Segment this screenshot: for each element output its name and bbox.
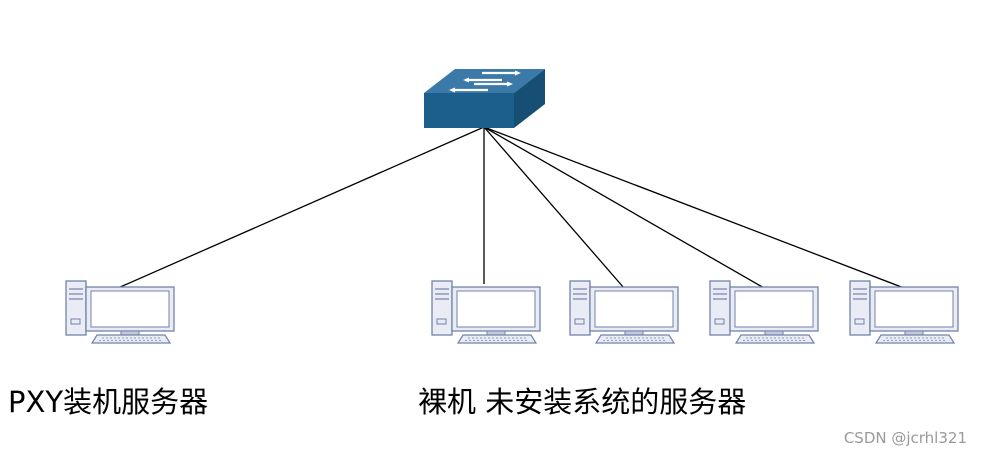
watermark: CSDN @jcrhl321 (843, 429, 967, 447)
pxe-server-computer-icon (65, 280, 175, 344)
bare-metal-computer-icon-3 (709, 280, 819, 344)
link-pxe-server (117, 126, 485, 289)
link-bare-3 (483, 126, 765, 289)
bare-metal-label: 裸机 未安装系统的服务器 (418, 385, 747, 419)
bare-metal-computer-icon-1 (431, 280, 541, 344)
link-bare-2 (483, 126, 625, 289)
bare-metal-computer-icon-2 (569, 280, 679, 344)
link-bare-4 (483, 126, 905, 289)
pxe-server-label: PXY装机服务器 (8, 385, 209, 419)
network-links (117, 126, 905, 289)
network-switch-icon (424, 69, 545, 128)
bare-metal-computer-icon-4 (849, 280, 959, 344)
